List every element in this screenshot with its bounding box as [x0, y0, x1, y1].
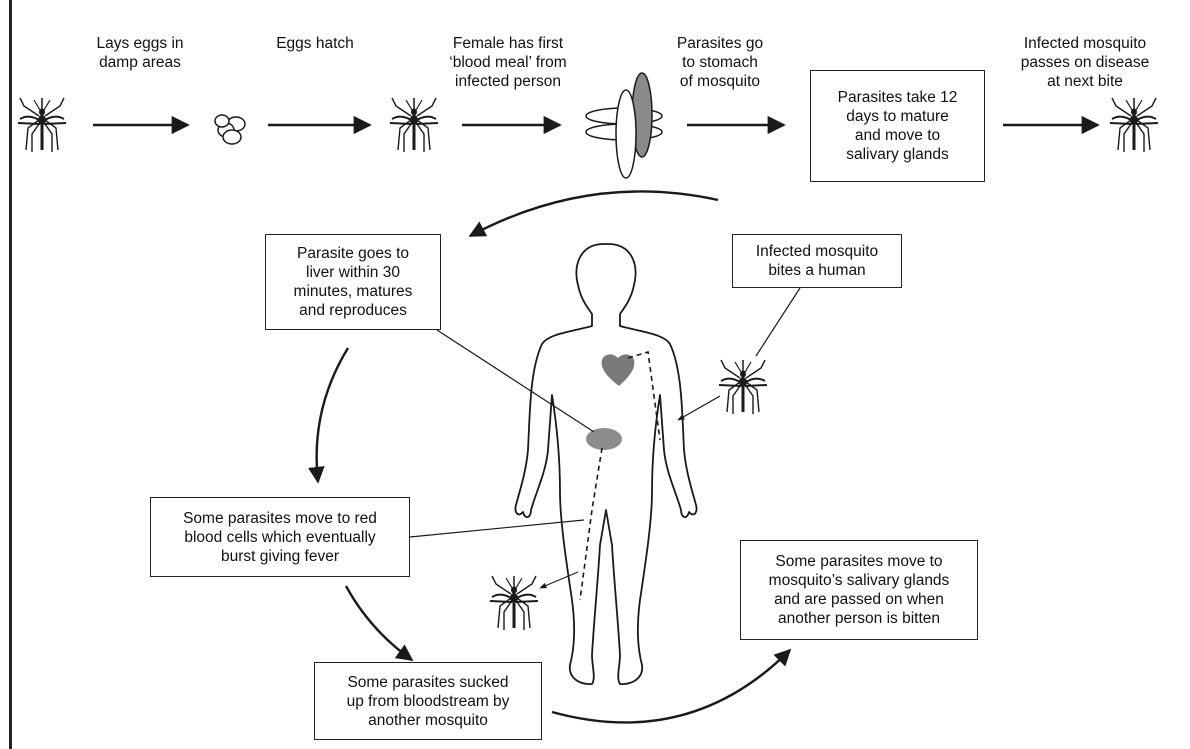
- cycle-arrow: [470, 191, 718, 236]
- mosquito-icon: [18, 98, 66, 152]
- leader-line: [756, 288, 800, 356]
- parasite-stomach-icon: [586, 73, 662, 178]
- mosquito-icon: [719, 360, 767, 414]
- mosquito-icon: [390, 98, 438, 152]
- liver-icon: [586, 428, 622, 450]
- mosquito-icon: [1110, 98, 1158, 152]
- eggs-icon: [215, 115, 245, 144]
- cycle-arrow: [346, 586, 412, 660]
- cycle-arrow: [317, 348, 348, 482]
- bite-pointer: [678, 396, 720, 420]
- leader-line: [410, 520, 584, 537]
- mosquito-icon: [490, 576, 538, 630]
- human-figure-icon: [515, 244, 696, 684]
